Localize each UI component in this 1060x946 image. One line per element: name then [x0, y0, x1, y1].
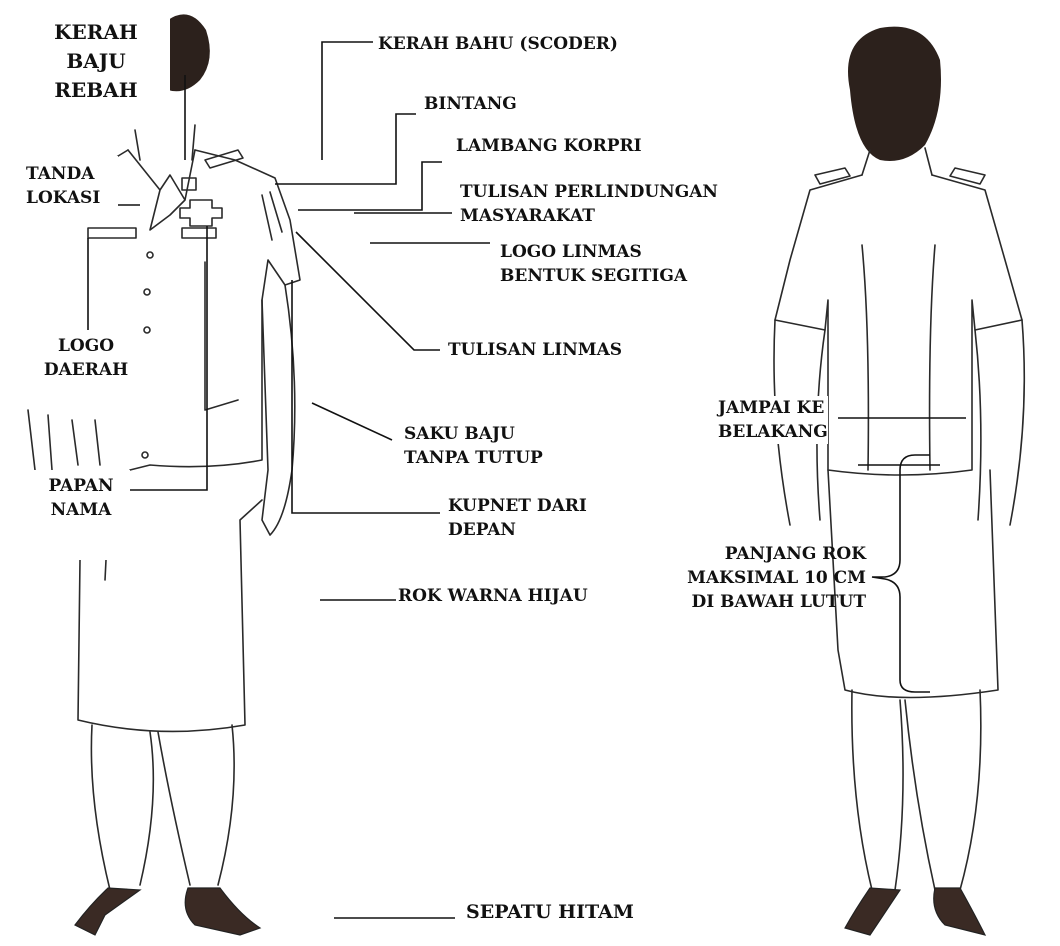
- front-leg-right: [158, 725, 234, 885]
- leader-bintang: [275, 114, 416, 184]
- front-pocket: [205, 262, 238, 410]
- label-tulisan-linmas: TULISAN LINMAS: [448, 338, 622, 362]
- front-logo-daerah-bar: [88, 228, 136, 238]
- label-panjang-rok: PANJANG ROK MAKSIMAL 10 CM DI BAWAH LUTU…: [670, 542, 866, 614]
- label-kerah-bahu: KERAH BAHU (SCODER): [378, 32, 618, 56]
- front-button: [144, 289, 150, 295]
- front-arm-right: [262, 285, 295, 535]
- label-sepatu-hitam: SEPATU HITAM: [466, 900, 634, 924]
- back-legs: [852, 690, 981, 890]
- panjang-rok-brace: [872, 455, 930, 692]
- label-tulisan-perlindungan: TULISAN PERLINDUNGAN MASYARAKAT: [460, 180, 718, 228]
- front-epaulette: [205, 150, 243, 168]
- leader-lines: [88, 42, 966, 918]
- front-shirt: [95, 150, 300, 470]
- leader-kerah-bahu: [322, 42, 373, 160]
- label-kupnet: KUPNET DARI DEPAN: [448, 494, 587, 542]
- leader-kupnet: [292, 280, 440, 513]
- front-korpri-badge: [180, 200, 222, 226]
- back-hair: [848, 27, 941, 161]
- label-rok-warna: ROK WARNA HIJAU: [398, 584, 588, 608]
- back-shoe-left: [845, 888, 900, 935]
- leader-tulisan-linmas: [296, 232, 440, 350]
- front-button: [142, 452, 148, 458]
- front-name-plate: [182, 228, 216, 238]
- front-neck: [135, 125, 195, 160]
- front-sleeve-band: [262, 192, 282, 240]
- label-logo-linmas: LOGO LINMAS BENTUK SEGITIGA: [500, 240, 687, 288]
- leader-lambang-korpri: [298, 162, 442, 210]
- label-saku-baju: SAKU BAJU TANPA TUTUP: [404, 422, 543, 470]
- back-figure: [774, 27, 1024, 935]
- leader-saku-baju: [312, 403, 392, 440]
- front-button: [144, 327, 150, 333]
- front-leg-left: [91, 725, 153, 890]
- leader-papan-nama: [128, 226, 207, 490]
- label-kerah-baju-rebah: KERAH BAJU REBAH: [40, 18, 152, 105]
- front-shoe-right: [185, 888, 260, 935]
- back-seams: [862, 245, 935, 470]
- label-bintang: BINTANG: [424, 92, 517, 116]
- label-jampai: JAMPAI KE BELAKANG: [718, 396, 828, 444]
- label-logo-daerah: LOGO DAERAH: [36, 334, 136, 382]
- label-tanda-lokasi: TANDA LOKASI: [26, 162, 100, 210]
- back-shoe-right: [934, 888, 985, 935]
- front-button: [147, 252, 153, 258]
- front-hair: [168, 14, 210, 91]
- label-papan-nama: PAPAN NAMA: [36, 474, 126, 522]
- front-shoe-left: [75, 888, 140, 935]
- label-lambang-korpri: LAMBANG KORPRI: [456, 134, 642, 158]
